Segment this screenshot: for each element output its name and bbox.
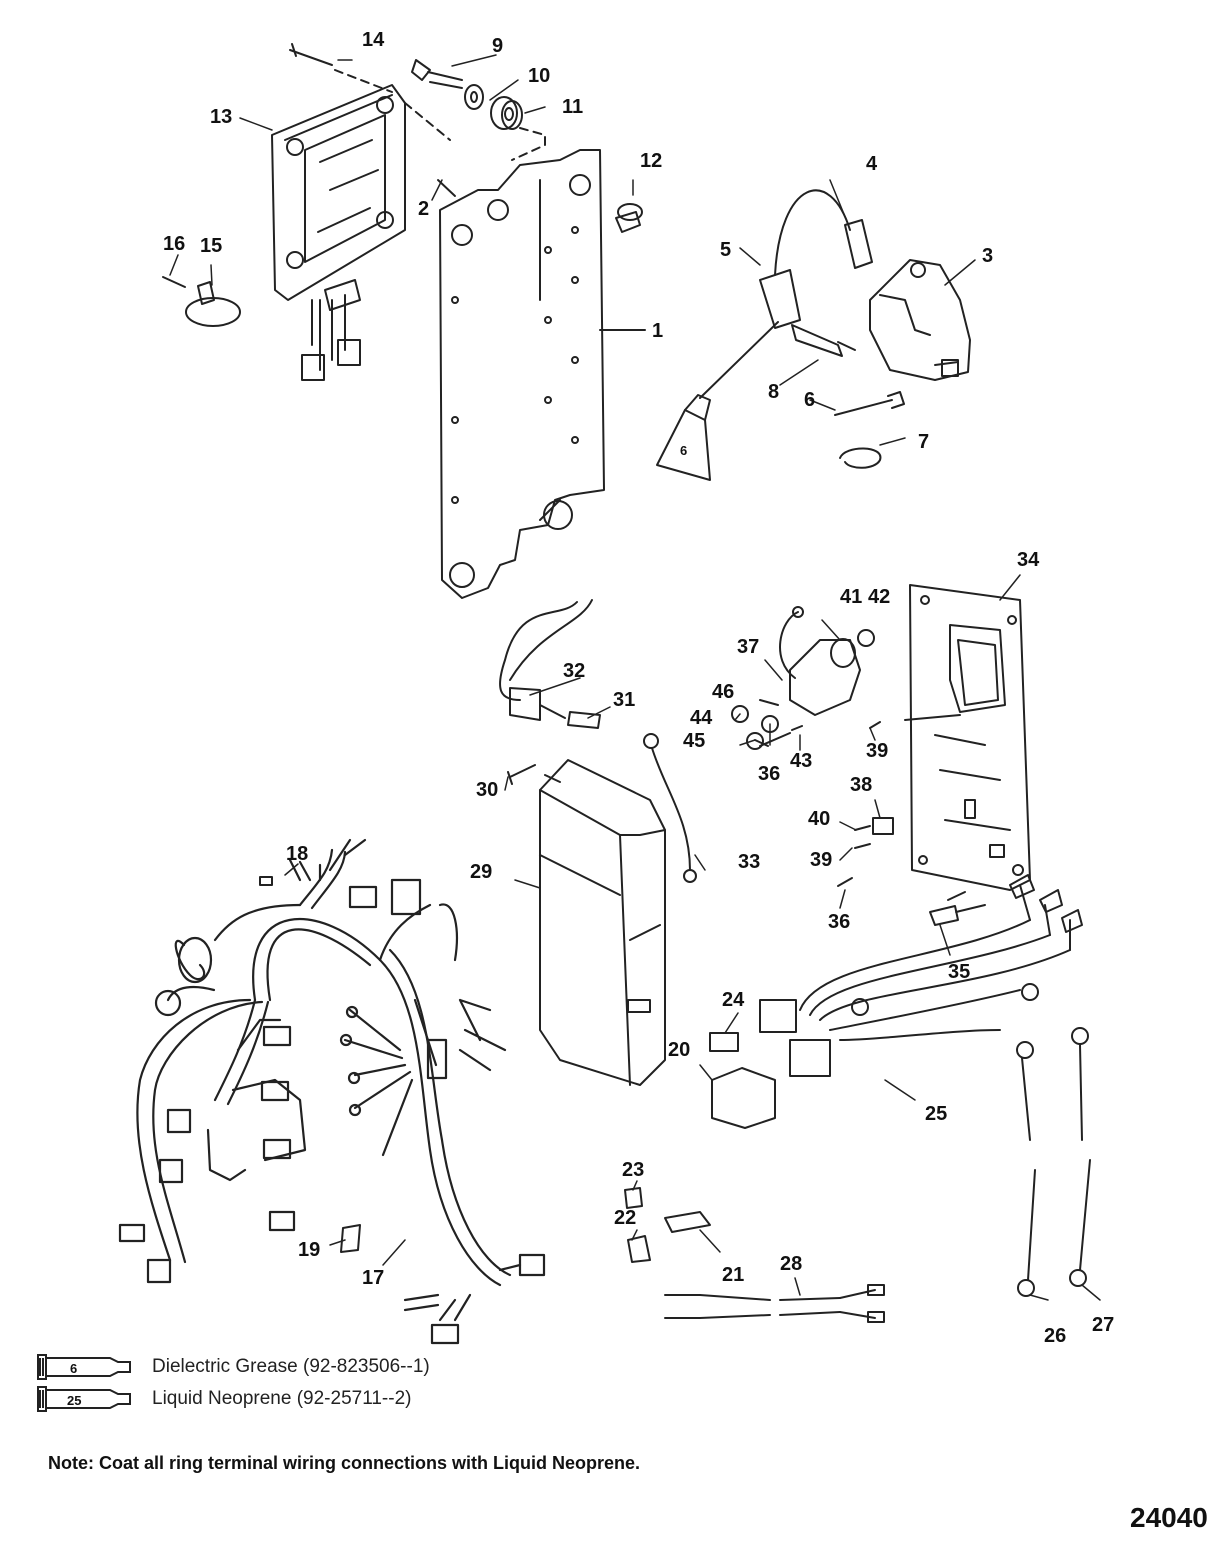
callout-11: 11 xyxy=(562,96,583,118)
callout-25: 25 xyxy=(925,1103,947,1125)
callout-45: 45 xyxy=(683,730,705,752)
screw-part-30 xyxy=(507,764,536,785)
callout-42: 42 xyxy=(868,586,890,608)
callout-31: 31 xyxy=(613,689,635,711)
legend-tube-icon-2 xyxy=(37,1386,131,1412)
battery-cable-harness-part xyxy=(759,874,1083,1077)
callout-44: 44 xyxy=(690,707,713,729)
callout-10: 10 xyxy=(528,65,550,87)
ignition-module-part xyxy=(271,84,406,381)
callout-21: 21 xyxy=(722,1264,744,1286)
callout-6: 6 xyxy=(804,389,815,411)
callout-leaders xyxy=(169,54,1101,1301)
callout-19: 19 xyxy=(298,1239,320,1261)
callout-43: 43 xyxy=(790,750,812,772)
callout-8: 8 xyxy=(768,381,779,403)
callout-46: 46 xyxy=(712,681,734,703)
callout-28: 28 xyxy=(780,1253,802,1275)
electrical-plate-part xyxy=(909,584,1031,891)
terminal-part-18 xyxy=(259,876,273,886)
bushing-part-23 xyxy=(624,1187,643,1209)
legend-text-1: Dielectric Grease (92-823506--1) xyxy=(152,1356,430,1377)
legend-tube-icon-1 xyxy=(37,1354,131,1380)
clamp-part xyxy=(162,276,241,327)
callout-37: 37 xyxy=(737,636,759,658)
callout-20: 20 xyxy=(668,1039,690,1061)
callout-5: 5 xyxy=(720,239,731,261)
dielectric-grease-tube xyxy=(656,394,711,481)
mounting-plate-part xyxy=(439,149,646,599)
battery-cable-parts xyxy=(1016,1027,1091,1297)
callout-27: 27 xyxy=(1092,1314,1114,1336)
note-text: Note: Coat all ring terminal wiring conn… xyxy=(48,1453,641,1473)
jumper-lead-part xyxy=(664,1284,885,1323)
starter-solenoid-part xyxy=(731,606,961,750)
callout-9: 9 xyxy=(492,35,503,57)
callout-23: 23 xyxy=(622,1159,644,1181)
callout-13: 13 xyxy=(210,106,232,128)
nut-part-22 xyxy=(627,1235,651,1263)
label-part-19 xyxy=(340,1224,361,1253)
callout-4: 4 xyxy=(866,153,878,175)
relay-part-20 xyxy=(711,1067,776,1129)
diagram-tube-label: 6 xyxy=(680,443,687,458)
fuse-holder-parts xyxy=(837,817,966,901)
callout-34: 34 xyxy=(1017,549,1040,571)
callout-17: 17 xyxy=(362,1267,384,1289)
callout-numbers: 14 9 10 11 13 12 2 4 3 5 16 15 1 8 6 7 3… xyxy=(163,29,1114,1347)
callout-18: 18 xyxy=(286,843,308,865)
callout-14: 14 xyxy=(362,29,385,51)
clip-part-21 xyxy=(664,1211,711,1233)
figure-id: 24040 xyxy=(1130,1502,1208,1533)
callout-30: 30 xyxy=(476,779,498,801)
legend-text-2: Liquid Neoprene (92-25711--2) xyxy=(152,1388,412,1409)
callout-16: 16 xyxy=(163,233,185,255)
callout-29: 29 xyxy=(470,861,492,883)
screw-clip-parts xyxy=(834,391,905,469)
high-tension-lead-part xyxy=(699,189,873,399)
callout-12: 12 xyxy=(640,150,662,172)
callout-39: 39 xyxy=(866,740,888,762)
legend-tube-label-1: 6 xyxy=(70,1361,77,1376)
ignition-coil-part xyxy=(869,259,971,381)
harness-lead-part xyxy=(499,599,601,729)
ground-strap-part xyxy=(643,733,697,883)
callout-24: 24 xyxy=(722,989,745,1011)
legend-tube-label-2: 25 xyxy=(67,1393,81,1408)
callout-41: 41 xyxy=(840,586,862,608)
callout-1: 1 xyxy=(652,320,663,342)
callout-36: 36 xyxy=(758,763,780,785)
callout-33: 33 xyxy=(738,851,760,873)
callout-3: 3 xyxy=(982,245,993,267)
callout-35: 35 xyxy=(948,961,970,983)
callout-2: 2 xyxy=(418,198,429,220)
main-wiring-harness-part xyxy=(118,838,546,1345)
callout-32: 32 xyxy=(563,660,585,682)
callout-40: 40 xyxy=(808,808,830,830)
mounting-hardware-parts xyxy=(289,43,546,161)
callout-15: 15 xyxy=(200,235,222,257)
callout-7: 7 xyxy=(918,431,929,453)
callout-22: 22 xyxy=(614,1207,636,1229)
callout-26: 26 xyxy=(1044,1325,1066,1347)
callout-38: 38 xyxy=(850,774,872,796)
callout-39b: 39 xyxy=(810,849,832,871)
legend-tubes xyxy=(37,1354,131,1412)
bolt-part-35 xyxy=(929,904,986,926)
callout-36b: 36 xyxy=(828,911,850,933)
electrical-box-part xyxy=(539,759,666,1086)
label-part-24 xyxy=(709,1032,739,1052)
bushing-part xyxy=(615,203,643,233)
